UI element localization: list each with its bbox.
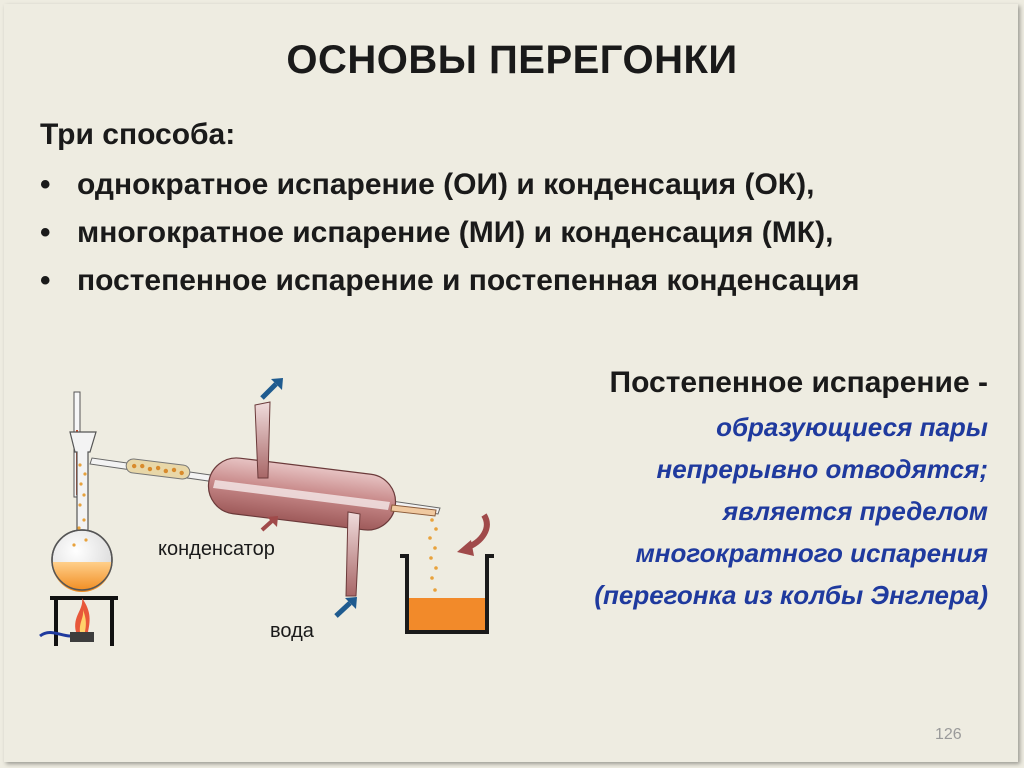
bullet-icon: •: [40, 216, 51, 249]
condenser: [207, 401, 437, 597]
method-text: однократное испарение (ОИ) и конденсация…: [77, 168, 815, 201]
page-number: 126: [935, 726, 962, 743]
bullet-icon: •: [40, 168, 51, 201]
definition-line: является пределом: [722, 496, 988, 526]
method-text: постепенное испарение и постепенная конд…: [77, 264, 860, 297]
definition-line: (перегонка из колбы Энглера): [594, 580, 988, 610]
method-item: • многократное испарение (МИ) и конденсац…: [40, 216, 860, 264]
definition-text: образующиеся пары непрерывно отводятся; …: [594, 412, 988, 622]
condensate-drops: [428, 518, 438, 592]
method-item: • постепенное испарение и постепенная кон…: [40, 264, 860, 312]
flask: [51, 431, 113, 592]
slide: [4, 4, 1018, 762]
methods-list: • однократное испарение (ОИ) и конденсаци…: [40, 168, 860, 312]
definition-line: образующиеся пары: [716, 412, 988, 442]
water-label: вода: [270, 620, 314, 642]
receiver-beaker: [400, 554, 494, 634]
definition-line: многократного испарения: [635, 538, 988, 568]
flow-arrows: [260, 378, 490, 618]
burner-stand: [39, 596, 118, 646]
definition-line: непрерывно отводятся;: [656, 454, 988, 484]
intro-text: Три способа:: [40, 118, 236, 151]
method-text: многократное испарение (МИ) и конденсаци…: [77, 216, 834, 249]
bullet-icon: •: [40, 264, 51, 297]
definition-heading: Постепенное испарение -: [609, 366, 988, 399]
slide-title: ОСНОВЫ ПЕРЕГОНКИ: [286, 38, 738, 82]
condenser-label: конденсатор: [158, 538, 275, 560]
method-item: • однократное испарение (ОИ) и конденсаци…: [40, 168, 860, 216]
